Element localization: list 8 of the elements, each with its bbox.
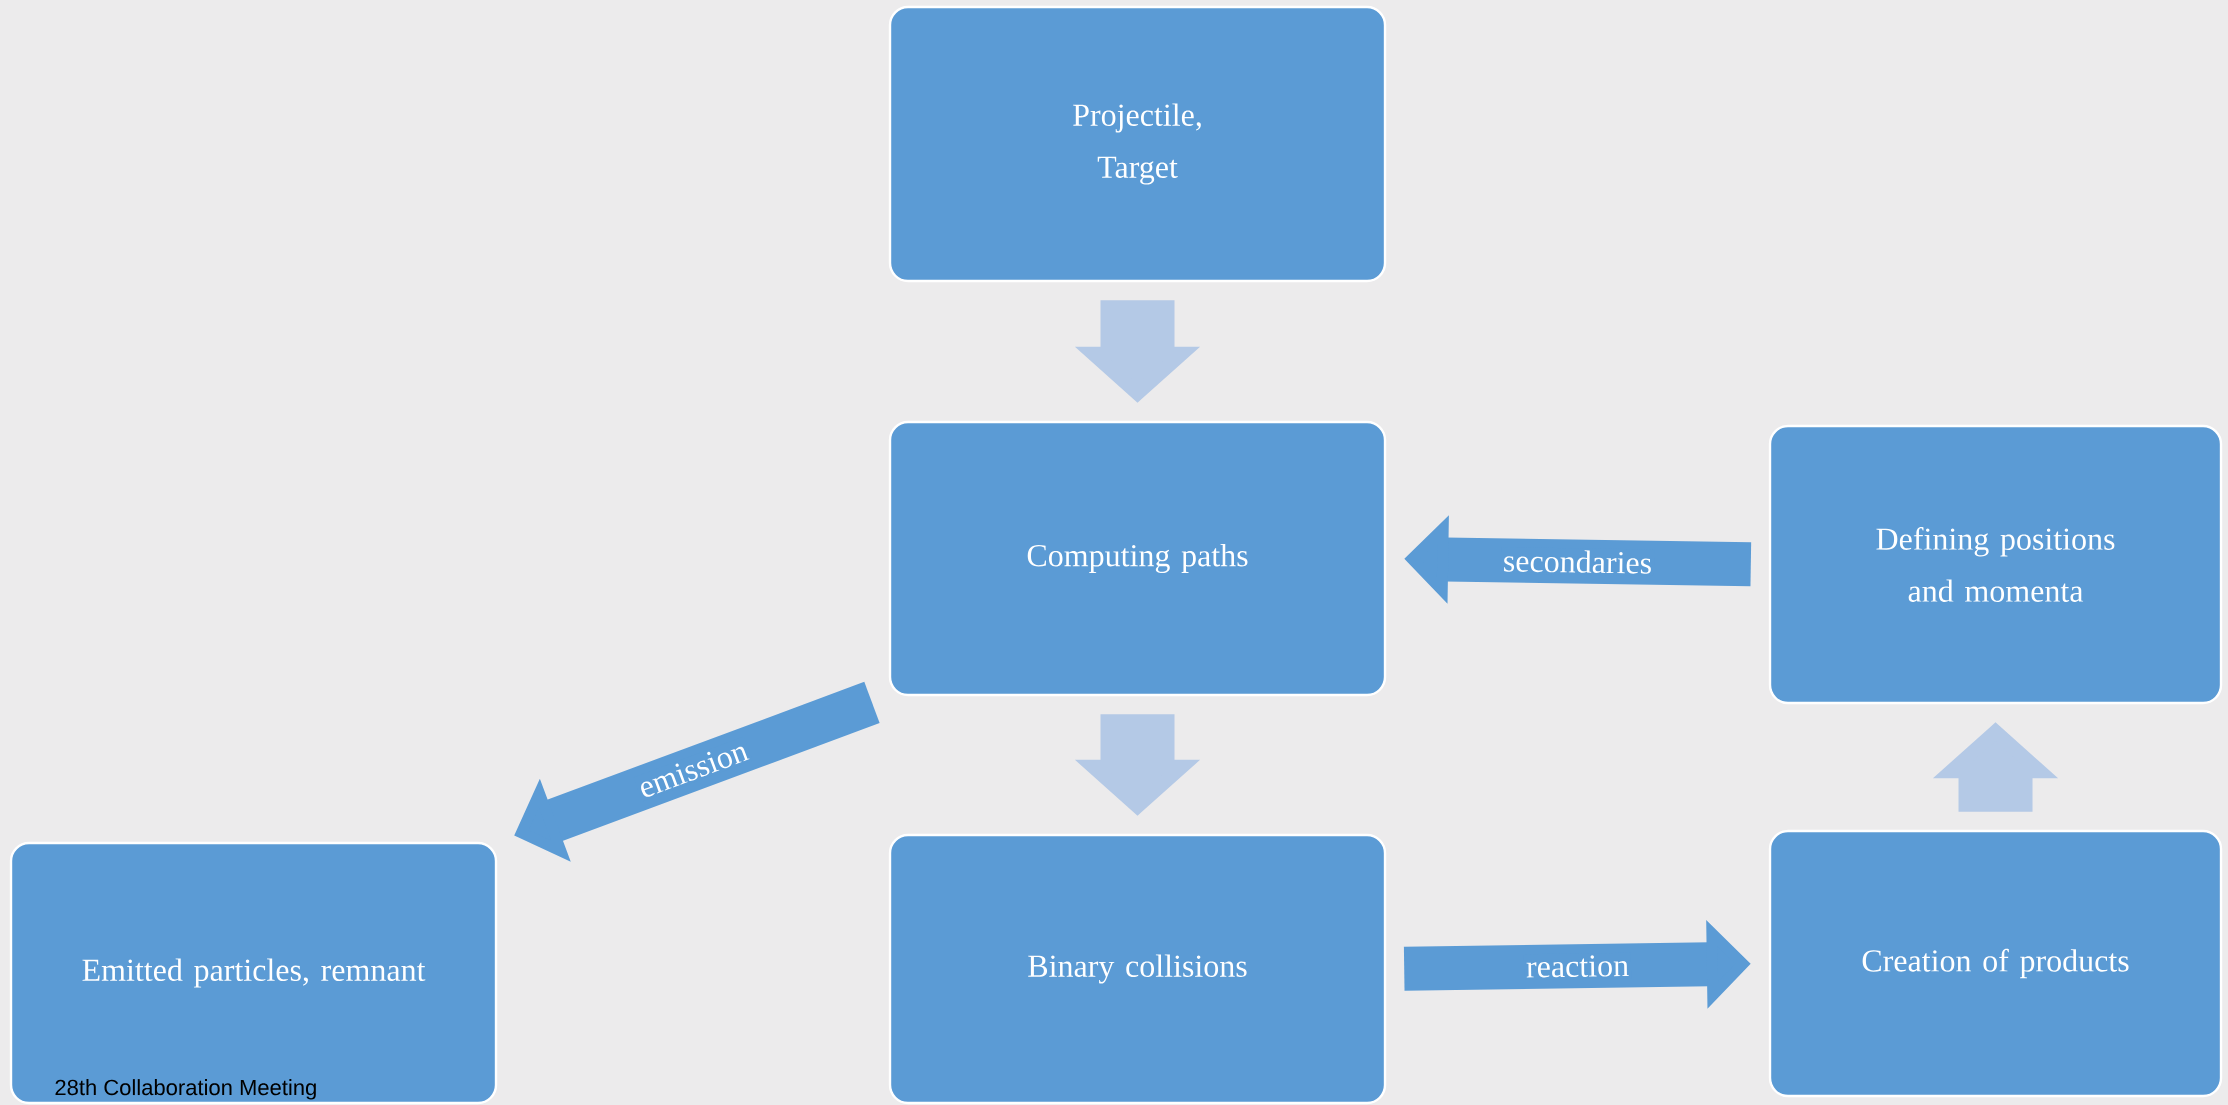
process-box: Creation of products <box>1768 829 2223 1098</box>
process-box: Computing paths <box>888 420 1387 697</box>
process-box: Defining positions and momenta <box>1768 424 2223 705</box>
process-box: Projectile, Target <box>888 5 1387 283</box>
edge-label: secondaries <box>1500 547 1655 576</box>
process-box: Binary collisions <box>888 833 1387 1105</box>
edge-label: emission <box>633 736 753 802</box>
footer-text: 28th Collaboration Meeting <box>55 1079 316 1100</box>
